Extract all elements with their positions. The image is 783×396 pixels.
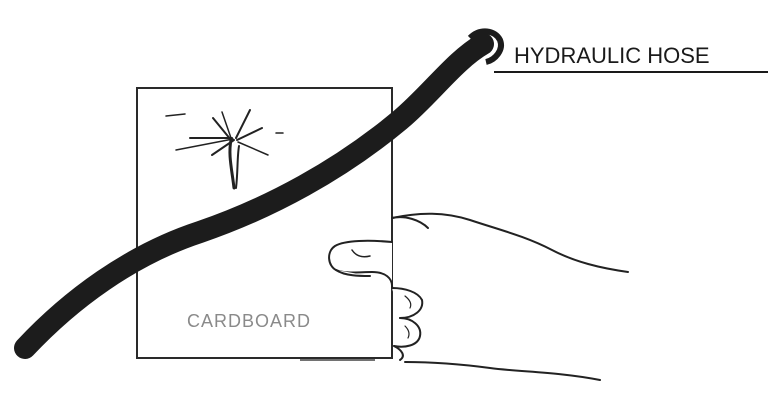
palm-tree-icon [165,109,284,190]
cardboard-sheet [136,87,393,361]
hand [328,212,629,381]
hose-callout: HYDRAULIC HOSE [494,43,768,73]
hose-end [467,28,504,65]
hose-label: HYDRAULIC HOSE [514,43,710,68]
hydraulic-hose [14,33,494,359]
cardboard-label: CARDBOARD [187,311,311,331]
